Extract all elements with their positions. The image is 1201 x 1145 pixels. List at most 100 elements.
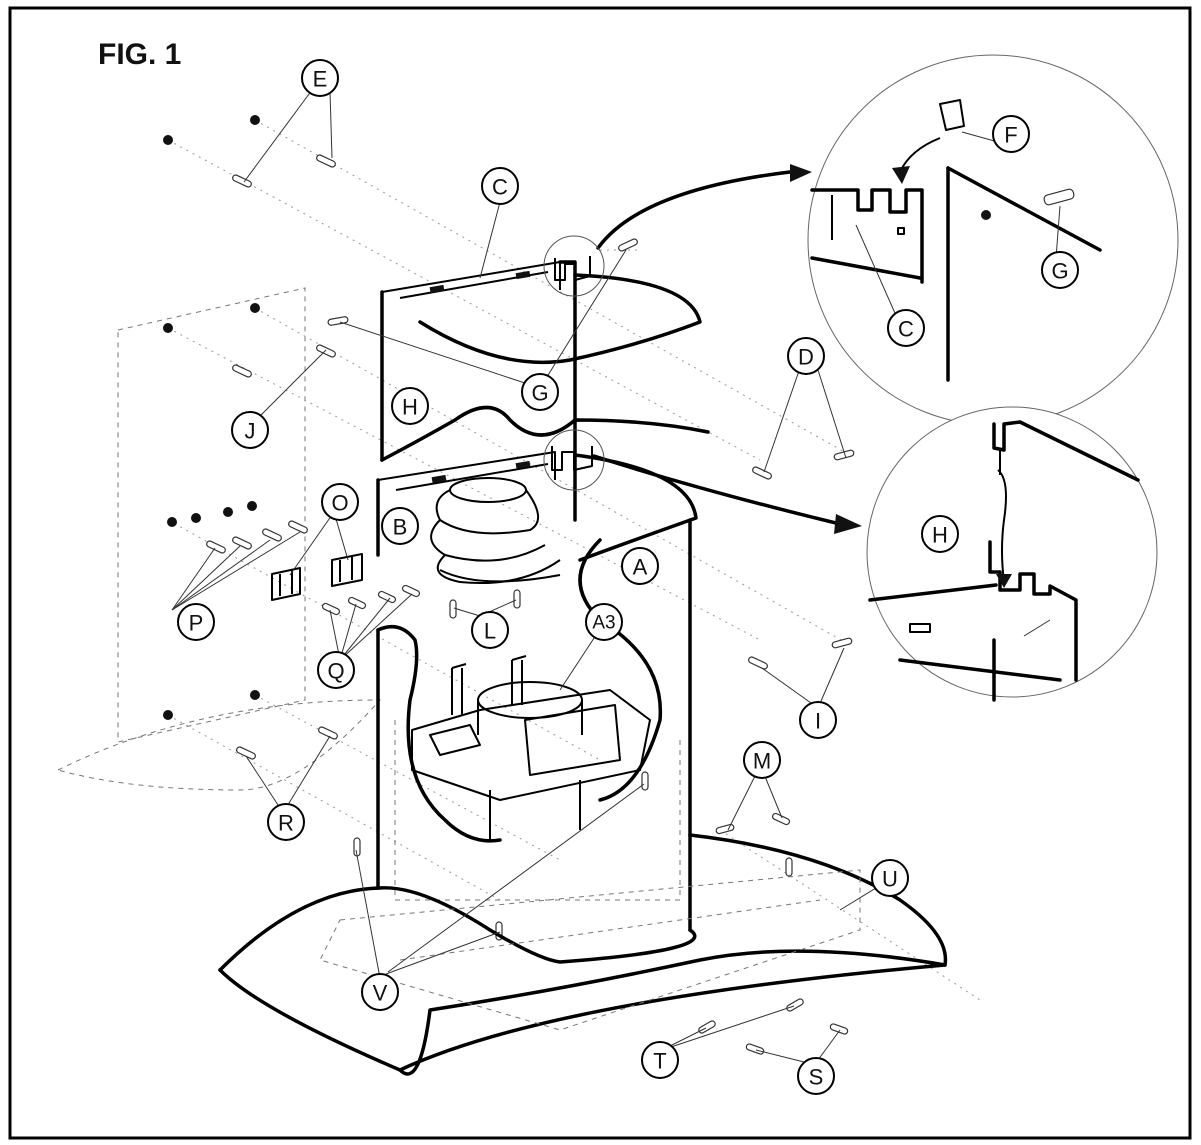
screw-icon bbox=[347, 596, 367, 610]
callout-R: R bbox=[267, 803, 305, 841]
callout-label: U bbox=[882, 867, 898, 892]
callout-P: P bbox=[177, 603, 215, 641]
slot-icon bbox=[431, 474, 447, 484]
screw-icon bbox=[786, 998, 804, 1012]
blower-motor-unit bbox=[411, 655, 651, 840]
screw-icon bbox=[698, 1020, 716, 1034]
anchor-icon bbox=[191, 513, 201, 523]
upper-chimney-cover bbox=[380, 256, 710, 522]
wall-anchors bbox=[163, 115, 260, 720]
callout-U: U bbox=[871, 859, 909, 897]
screw-icon bbox=[377, 590, 397, 604]
callout-label: E bbox=[313, 67, 328, 92]
screw-icon bbox=[641, 771, 649, 791]
callout-label: I bbox=[815, 709, 821, 734]
callout-label: C bbox=[898, 317, 914, 342]
screw-icon bbox=[262, 528, 282, 542]
screw-icon bbox=[327, 316, 349, 326]
detail-inset-bottom bbox=[866, 406, 1158, 702]
anchor-icon bbox=[250, 303, 260, 313]
screw-icon bbox=[232, 536, 252, 550]
callout-M: M bbox=[743, 741, 781, 779]
screw-icon bbox=[232, 174, 252, 188]
callout-label: A3 bbox=[592, 613, 615, 634]
insertion-arrow bbox=[997, 469, 1007, 583]
figure-title: FIG. 1 bbox=[98, 38, 181, 71]
callout-label: A bbox=[633, 555, 648, 580]
anchor-icon bbox=[250, 690, 260, 700]
callout-V: V bbox=[361, 973, 399, 1011]
callout-label: M bbox=[753, 749, 771, 774]
callout-B: B bbox=[381, 507, 419, 545]
screw-icon bbox=[715, 823, 735, 835]
callout-label: G bbox=[1051, 259, 1068, 284]
callout-C-inset: C bbox=[887, 309, 925, 347]
detail-arrows bbox=[592, 137, 941, 534]
screw-icon bbox=[232, 364, 252, 378]
glass-canopy bbox=[218, 833, 948, 1076]
callout-label: B bbox=[393, 515, 408, 540]
screw-icon bbox=[618, 238, 638, 252]
clip-fastener-icon bbox=[939, 99, 965, 131]
callout-G-inset: G bbox=[1041, 251, 1079, 289]
callout-label: D bbox=[798, 345, 814, 370]
slot-icon bbox=[515, 460, 531, 470]
callout-label: P bbox=[189, 611, 204, 636]
leader-lines bbox=[171, 89, 1061, 1065]
callout-J: J bbox=[231, 411, 269, 449]
callout-S: S bbox=[797, 1057, 835, 1095]
lower-chimney-cover bbox=[376, 446, 698, 932]
anchor-icon bbox=[167, 517, 177, 527]
callout-D: D bbox=[787, 337, 825, 375]
callout-I: I bbox=[799, 701, 837, 739]
screw-icon bbox=[288, 520, 308, 534]
flexible-duct bbox=[430, 477, 561, 585]
callout-H-main: H bbox=[391, 387, 429, 425]
callout-C-top: C bbox=[481, 167, 519, 205]
anchor-icon bbox=[250, 115, 260, 125]
callout-label: G bbox=[531, 381, 548, 406]
screw-icon bbox=[752, 466, 772, 480]
screw-icon bbox=[1043, 188, 1075, 206]
anchor-icon bbox=[223, 507, 233, 517]
anchor-icon bbox=[163, 135, 173, 145]
screw-icon bbox=[771, 812, 791, 826]
callout-G-main: G bbox=[521, 373, 559, 411]
callout-label: H bbox=[402, 395, 418, 420]
screw-icon bbox=[316, 344, 336, 358]
callout-label: C bbox=[492, 175, 508, 200]
callout-label: R bbox=[278, 811, 294, 836]
hook-bracket bbox=[551, 446, 593, 471]
callout-H-inset: H bbox=[921, 515, 959, 553]
callout-E: E bbox=[301, 59, 339, 97]
slot-icon bbox=[515, 270, 531, 280]
callout-label: H bbox=[932, 523, 948, 548]
screw-icon bbox=[831, 637, 853, 649]
assembly-guide-lines bbox=[167, 119, 981, 1001]
callout-label: O bbox=[331, 491, 348, 516]
callout-label: F bbox=[1004, 123, 1017, 148]
screw-icon bbox=[316, 154, 336, 168]
callout-O: O bbox=[321, 483, 359, 521]
mounting-clips bbox=[271, 553, 363, 601]
callout-label: T bbox=[653, 1049, 666, 1074]
screws bbox=[206, 154, 855, 1055]
detail-marker bbox=[543, 235, 605, 297]
callout-A3: A3 bbox=[585, 603, 623, 641]
screw-icon bbox=[785, 857, 793, 877]
callout-Q: Q bbox=[317, 651, 355, 689]
screw-icon bbox=[745, 1043, 765, 1055]
screw-icon bbox=[829, 1023, 849, 1035]
screw-icon bbox=[449, 599, 457, 619]
screw-icon bbox=[236, 746, 256, 760]
screw-icon bbox=[321, 602, 341, 616]
screw-icon bbox=[318, 726, 338, 740]
callout-label: L bbox=[484, 619, 496, 644]
screw-icon bbox=[833, 449, 855, 461]
screw-icon bbox=[401, 584, 421, 598]
anchor-icon bbox=[163, 710, 173, 720]
callout-T: T bbox=[641, 1041, 679, 1079]
anchor-icon bbox=[247, 501, 257, 511]
screw-icon bbox=[206, 540, 226, 554]
